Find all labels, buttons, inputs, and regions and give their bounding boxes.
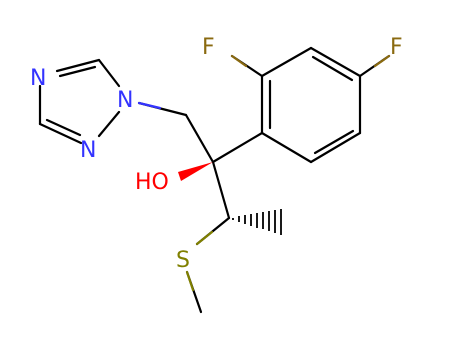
bond-c2-c3: [211, 160, 231, 220]
atom-n-ring-bottom: N: [80, 138, 96, 163]
bond-triazole-c3-n2-double: [45, 118, 82, 137]
bond-benzene-4: [309, 46, 362, 78]
bond-c-f-right-color: [373, 54, 391, 68]
bond-triazole-c3-n2: [38, 122, 83, 145]
bond-ch2-c2: [184, 113, 215, 164]
wedge-bond-c2-oh: [178, 162, 213, 181]
bond-triazole-c5-n4-double: [58, 65, 97, 78]
bond-c2-aryl: [211, 131, 264, 164]
colored-bond-segments: [137, 54, 391, 292]
bond-c3-s-color: [195, 230, 214, 246]
bond-benzene-1: [260, 131, 313, 164]
bond-benzene-4-double: [311, 55, 354, 82]
atom-sulfur: S: [176, 248, 190, 273]
bonds: [38, 46, 391, 314]
bond-c-f-top-color: [230, 54, 248, 68]
bond-benzene-2-double: [313, 129, 355, 155]
bond-benzene-2: [309, 131, 362, 164]
atom-f-right: F: [390, 35, 403, 60]
bond-triazole-n2-n1: [97, 110, 121, 138]
bond-benzene-5: [260, 46, 313, 78]
bond-triazole-c5-n1: [97, 58, 121, 88]
bond-triazole-c5-n4: [55, 58, 101, 73]
atom-hydroxyl: HO: [135, 170, 169, 195]
atom-n-ring-top: N: [117, 88, 133, 113]
bond-s-methyl-color: [185, 270, 195, 292]
atom-n-ring-left: N: [30, 66, 46, 91]
atom-f-top: F: [202, 35, 215, 60]
hashed-bond-c3-methyl: [232, 209, 282, 235]
bond-n1-ch2-blue-half: [137, 101, 162, 110]
